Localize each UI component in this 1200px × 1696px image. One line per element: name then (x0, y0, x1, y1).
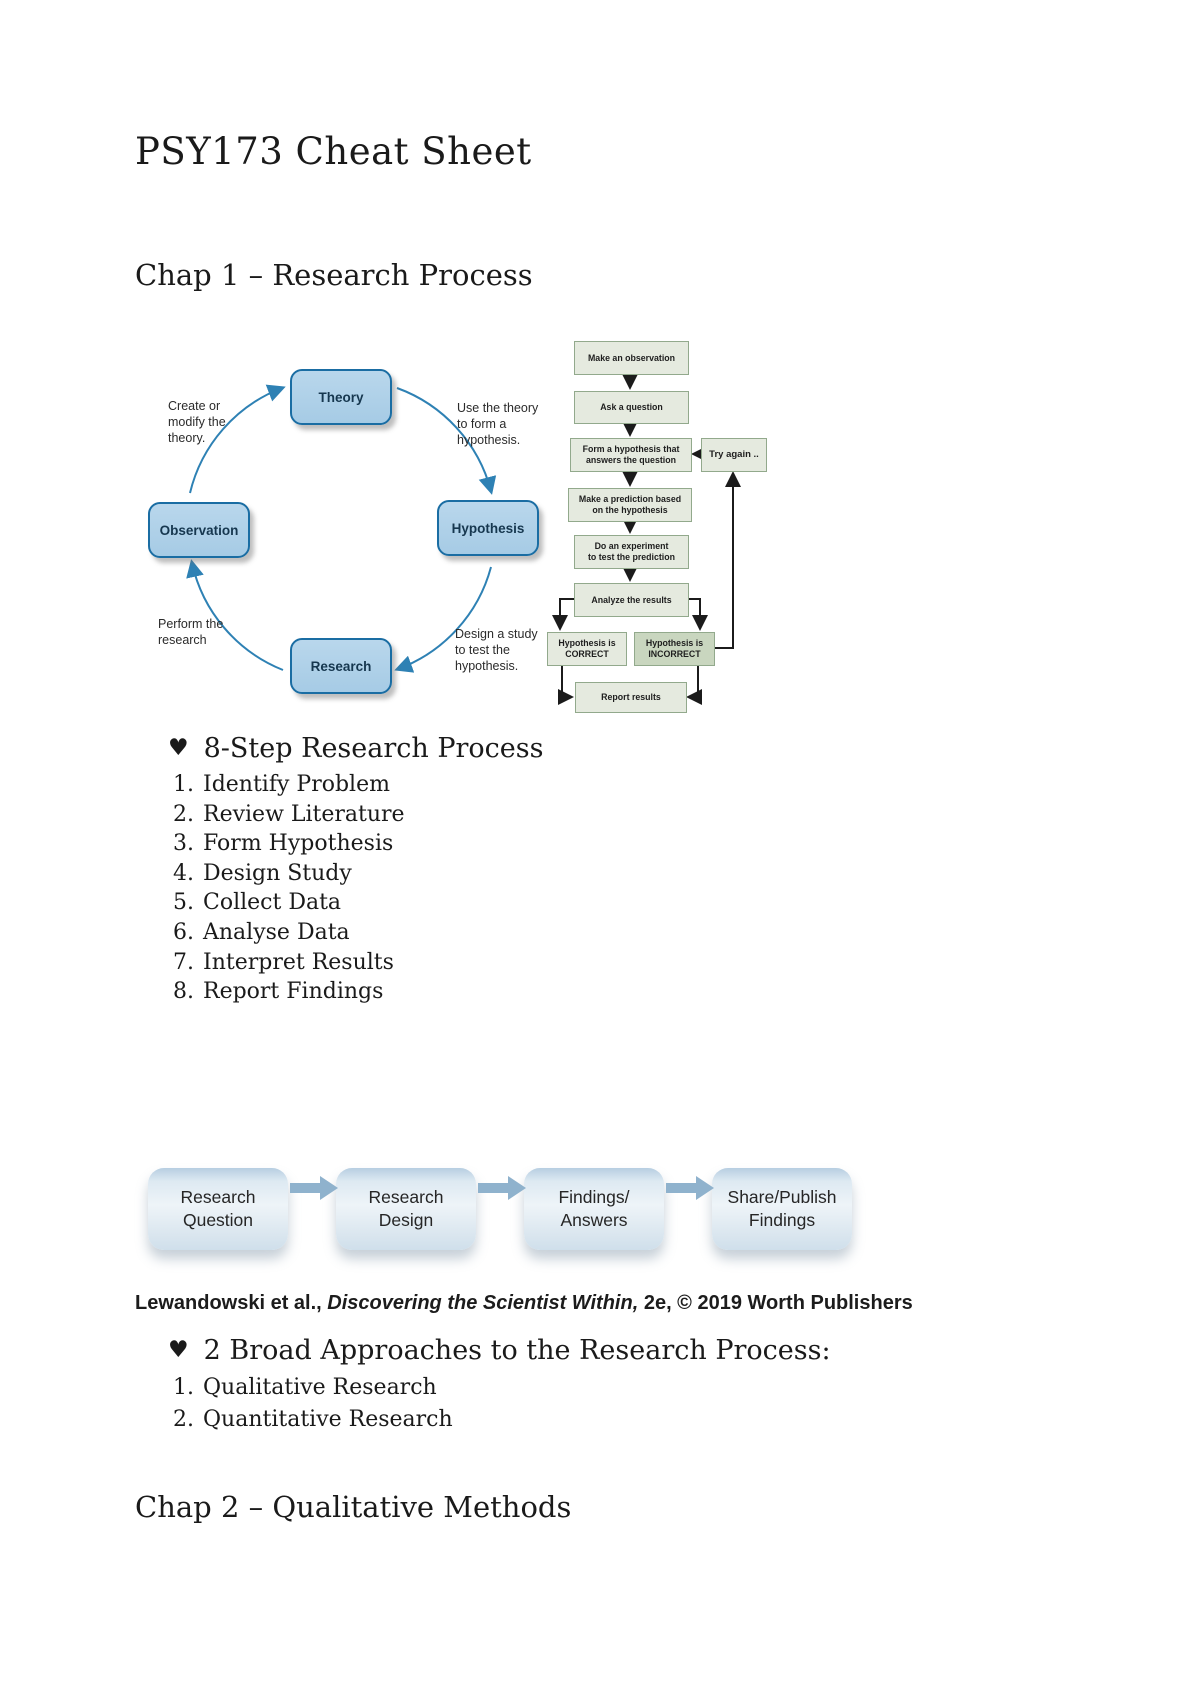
approaches-list: Qualitative Research Quantitative Resear… (135, 1372, 453, 1435)
pill-research-question: Research Question (148, 1168, 288, 1250)
list-item: Analyse Data (201, 918, 405, 948)
flow-step-make-prediction: Make a prediction based on the hypothesi… (568, 488, 692, 522)
flow-step-make-observation: Make an observation (574, 341, 689, 375)
cycle-node-hypothesis: Hypothesis (437, 500, 539, 556)
cycle-node-theory: Theory (290, 369, 392, 425)
research-cycle-diagram: Theory Hypothesis Research Observation C… (135, 330, 560, 702)
cycle-label-design: Design a study to test the hypothesis. (455, 627, 538, 673)
flow-step-form-hypothesis: Form a hypothesis that answers the quest… (570, 438, 692, 472)
cycle-label-perform: Perform the research (158, 617, 224, 647)
flow-step-try-again: Try again .. (701, 438, 767, 472)
eight-step-heading: ♥ 8-Step Research Process (168, 733, 544, 764)
eight-step-list: Identify Problem Review Literature Form … (135, 770, 405, 1007)
flow-step-ask-question: Ask a question (574, 391, 689, 424)
flow-step-hypothesis-incorrect: Hypothesis is INCORRECT (634, 632, 715, 666)
chapter-2-heading: Chap 2 – Qualitative Methods (135, 1490, 572, 1524)
list-item: Identify Problem (201, 770, 405, 800)
citation-publisher: 2e, © 2019 Worth Publishers (638, 1292, 913, 1314)
pill-share-publish: Share/Publish Findings (712, 1168, 852, 1250)
citation-book-title: Discovering the Scientist Within, (327, 1292, 639, 1314)
pill-research-design: Research Design (336, 1168, 476, 1250)
list-item: Interpret Results (201, 948, 405, 978)
citation: Lewandowski et al., Discovering the Scie… (135, 1292, 913, 1315)
page-title: PSY173 Cheat Sheet (135, 130, 532, 173)
heart-icon: ♥ (168, 735, 189, 761)
flow-step-analyze-results: Analyze the results (574, 583, 689, 617)
heart-icon: ♥ (168, 1337, 189, 1363)
cycle-node-observation: Observation (148, 502, 250, 558)
flow-arrow-icon (666, 1176, 714, 1200)
citation-authors: Lewandowski et al., (135, 1292, 328, 1314)
scientific-method-flowchart: Make an observation Ask a question Form … (500, 330, 800, 722)
list-item: Collect Data (201, 888, 405, 918)
list-item: Quantitative Research (201, 1404, 453, 1436)
approaches-heading-text: 2 Broad Approaches to the Research Proce… (203, 1335, 831, 1366)
pill-findings-answers: Findings/ Answers (524, 1168, 664, 1250)
cycle-arrows-svg (186, 384, 497, 673)
flow-step-do-experiment: Do an experiment to test the prediction (574, 535, 689, 569)
flow-step-hypothesis-correct: Hypothesis is CORRECT (547, 632, 627, 666)
cycle-node-research: Research (290, 638, 392, 694)
flowchart-arrows-svg (552, 373, 741, 705)
list-item: Design Study (201, 859, 405, 889)
chapter-1-heading: Chap 1 – Research Process (135, 258, 533, 292)
flow-arrow-icon (478, 1176, 526, 1200)
flow-arrow-icon (290, 1176, 338, 1200)
cycle-label-use: Use the theory to form a hypothesis. (457, 401, 539, 447)
cycle-label-create: Create or modify the theory. (168, 399, 226, 445)
eight-step-heading-text: 8-Step Research Process (203, 733, 544, 764)
approaches-heading: ♥ 2 Broad Approaches to the Research Proc… (168, 1335, 831, 1366)
list-item: Report Findings (201, 977, 405, 1007)
list-item: Qualitative Research (201, 1372, 453, 1404)
flow-step-report-results: Report results (575, 682, 687, 713)
list-item: Review Literature (201, 800, 405, 830)
list-item: Form Hypothesis (201, 829, 405, 859)
